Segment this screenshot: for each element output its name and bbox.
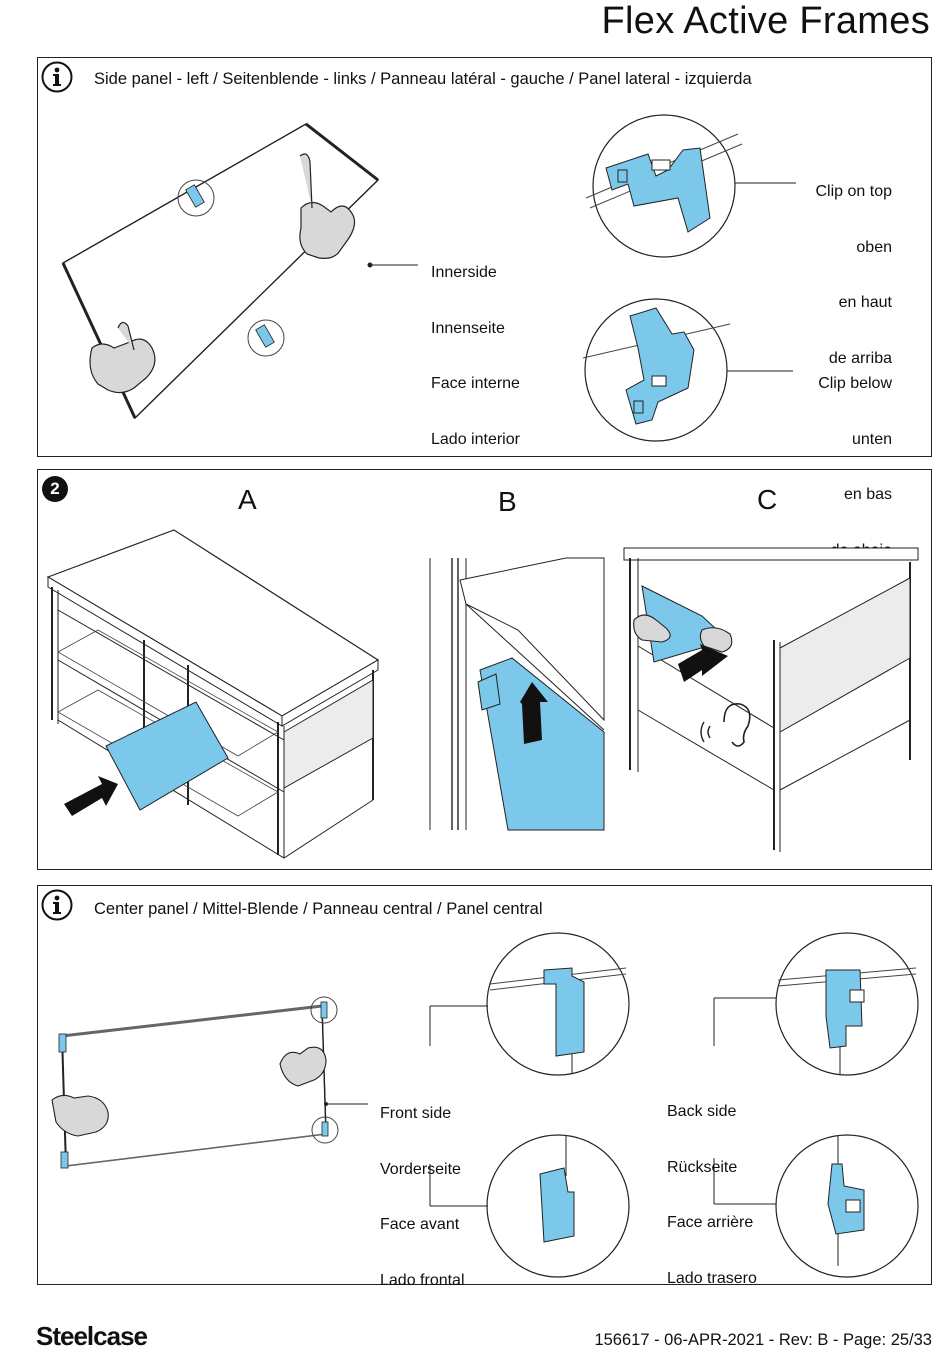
label-line: Lado frontal (380, 1271, 465, 1289)
label-line: Back side (667, 1103, 737, 1120)
label-line: Face arrière (667, 1214, 754, 1231)
section-header: Side panel - left / Seitenblende - links… (94, 70, 752, 88)
label-line: Face interne (431, 375, 520, 392)
back-side-label: Back side Rückseite Face arrière Lado tr… (667, 1066, 757, 1325)
section-header: Center panel / Mittel-Blende / Panneau c… (94, 900, 543, 918)
document-title: Flex Active Frames (601, 0, 930, 42)
label-line: oben (856, 238, 892, 256)
label-line: Lado interior (431, 430, 520, 448)
view-label-a: A (238, 484, 257, 515)
view-label-b: B (498, 486, 517, 517)
view-label-c: C (757, 484, 778, 515)
center-panel-illustration (51, 932, 919, 1278)
installation-step-section: 2 A B C (37, 469, 932, 870)
label-line: en bas (843, 486, 892, 503)
label-line: de arriba (828, 349, 892, 367)
steelcase-logo: Steelcase (36, 1321, 148, 1351)
label-line: Clip on top (815, 183, 893, 200)
clip-top-label: Clip on top oben en haut de arriba (816, 146, 893, 405)
installation-illustration (46, 529, 919, 859)
label-line: unten (851, 430, 892, 448)
label-line: Innerside (431, 264, 497, 281)
side-panel-section: Side panel - left / Seitenblende - links… (37, 57, 932, 559)
label-line: Face avant (380, 1216, 460, 1233)
label-line: Front side (380, 1105, 452, 1122)
label-line: Clip below (818, 375, 892, 392)
label-line: Rückseite (667, 1158, 738, 1176)
innerside-label: Innerside Innenseite Face interne Lado i… (431, 227, 520, 486)
document-reference: 156617 - 06-APR-2021 - Rev: B - Page: 25… (594, 1331, 932, 1349)
center-panel-section: Center panel / Mittel-Blende / Panneau c… (37, 885, 932, 1289)
step-number-badge: 2 (42, 476, 68, 502)
label-line: Innenseite (431, 319, 505, 337)
info-icon (41, 61, 73, 93)
side-panel-illustration (61, 114, 796, 442)
label-line: Lado trasero (667, 1269, 757, 1287)
front-side-label: Front side Vorderseite Face avant Lado f… (380, 1068, 465, 1327)
label-line: en haut (838, 294, 892, 311)
label-line: Vorderseite (380, 1160, 461, 1178)
info-icon (41, 889, 73, 921)
